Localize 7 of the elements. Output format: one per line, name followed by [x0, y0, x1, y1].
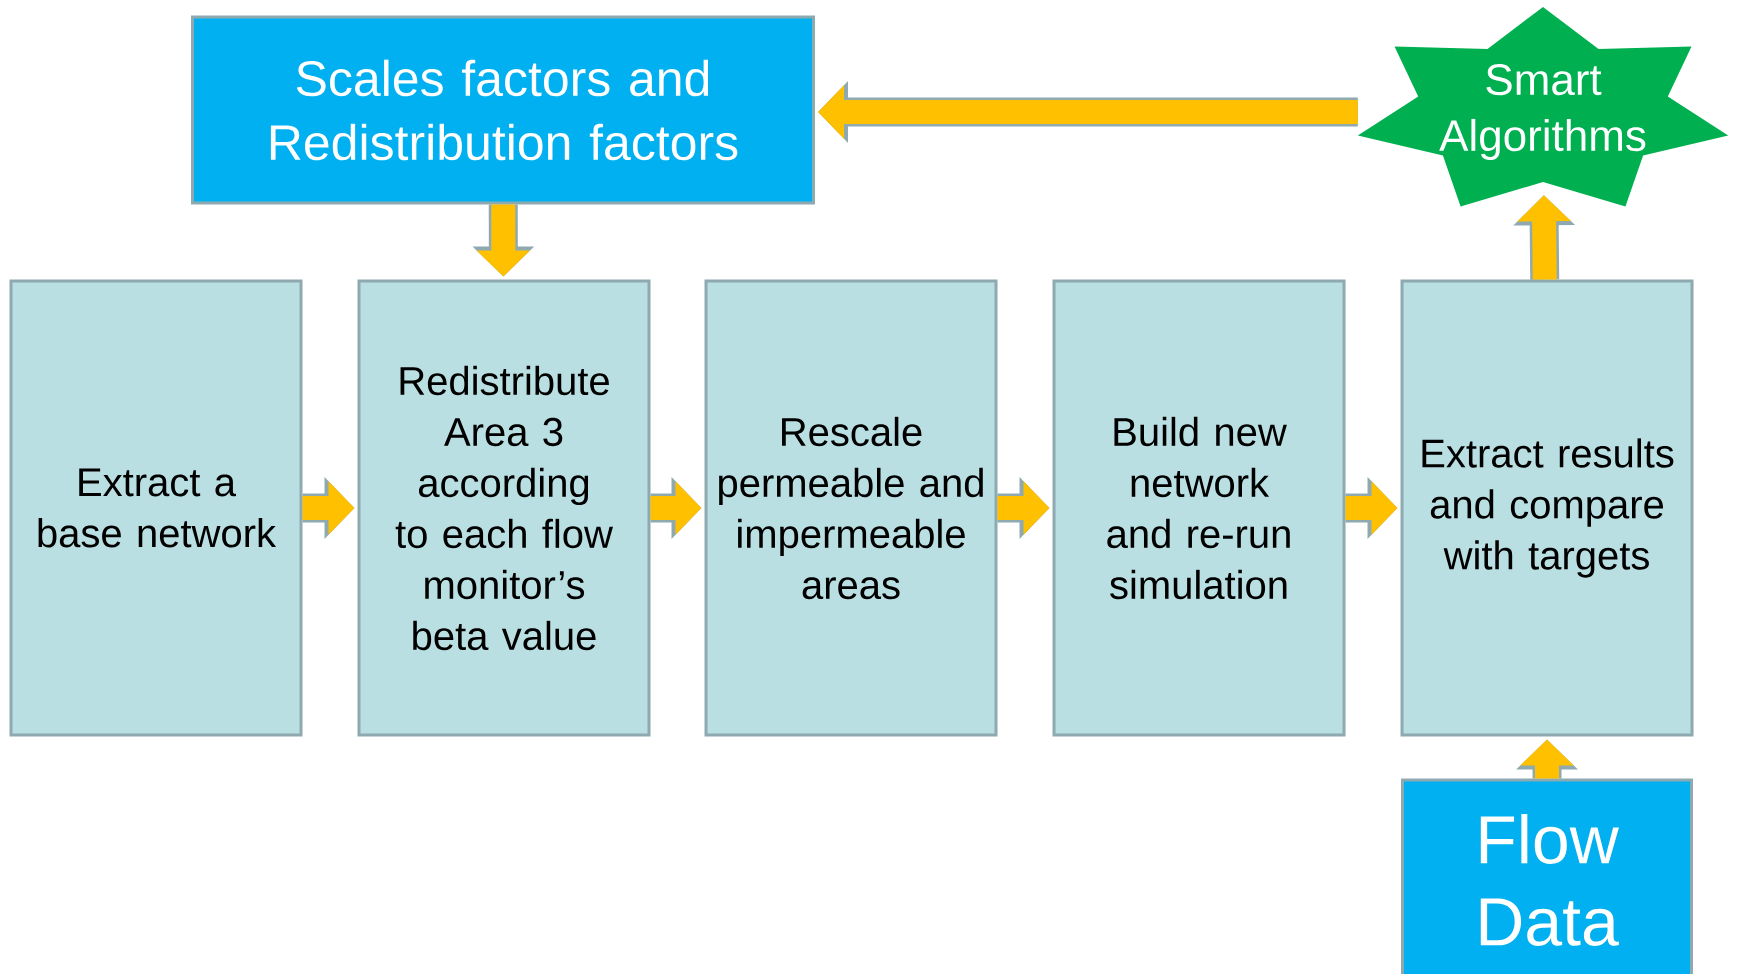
process-box: Build new network and re-run simulation [1052, 279, 1346, 737]
process-box: Extract results and compare with targets [1400, 279, 1694, 737]
process-box: Extract a base network [9, 279, 303, 737]
process-box: Redistribute Area 3 according to each flow monitor’s beta value [357, 279, 651, 737]
process-box: Rescale permeable and impermeable areas [704, 279, 998, 737]
info-box: Scales factors and Redistribution factors [191, 15, 815, 205]
info-box: Flow Data [1401, 778, 1694, 974]
